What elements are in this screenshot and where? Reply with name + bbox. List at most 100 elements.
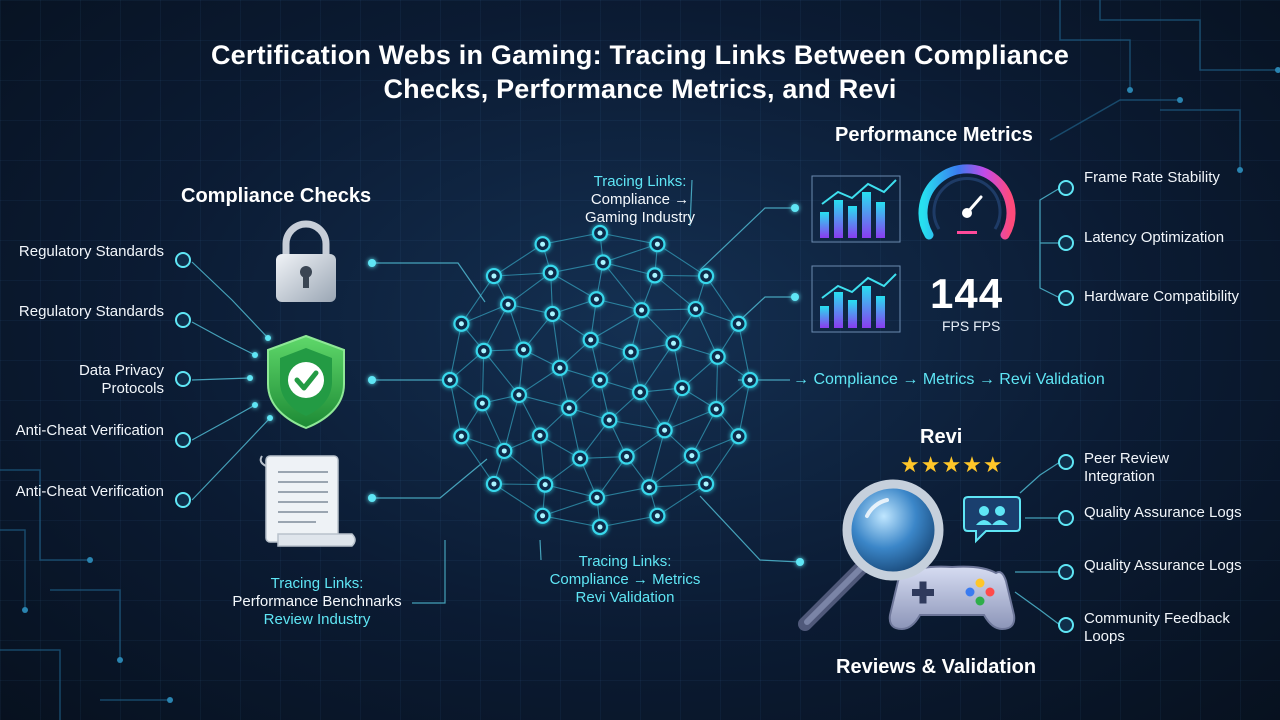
compliance-item-regulatory-1: Regulatory Standards: [18, 243, 164, 260]
network-edge: [568, 407, 581, 459]
tracing-bottom-line-1: Tracing Links:: [578, 553, 672, 570]
network-node-core: [715, 354, 721, 360]
network-edge: [599, 515, 658, 528]
network-edge: [503, 450, 546, 486]
network-node-core: [689, 453, 695, 459]
network-node-core: [646, 484, 652, 490]
network-node-core: [624, 454, 630, 460]
bar-chart-icon: [811, 265, 901, 333]
revi-heading: Revi: [920, 426, 963, 448]
network-edge: [602, 262, 643, 311]
compliance-item-dots: [175, 252, 191, 508]
network-edge: [483, 350, 520, 396]
network-edge: [654, 274, 707, 277]
tracing-left-line-2: Performance Benchnarks: [232, 593, 402, 610]
network-node-core: [713, 406, 719, 412]
network-edge: [550, 272, 597, 300]
network-node-core: [703, 273, 709, 279]
document-scroll-icon: [259, 455, 356, 547]
compliance-item-regulatory-2: Regulatory Standards: [18, 303, 164, 320]
network-node-core: [577, 455, 583, 461]
magnifier-icon: [798, 479, 944, 631]
network-edge: [493, 483, 546, 486]
revi-footer: Reviews & Validation: [836, 656, 1037, 678]
network-node-core: [654, 241, 660, 247]
tracing-left-line-3: Review Industry: [263, 611, 371, 628]
network-node-core: [491, 273, 497, 279]
network-node-core: [588, 337, 594, 343]
tracing-links-top: Tracing Links: Compliance → Gaming Indus…: [530, 173, 750, 227]
network-node-core: [491, 481, 497, 487]
network-edge: [550, 261, 604, 274]
performance-connectors: [539, 179, 1061, 626]
revi-item-qa-logs-2: Quality Assurance Logs: [1084, 557, 1242, 574]
network-edge: [460, 275, 495, 325]
bar-chart-icon: [811, 175, 901, 243]
performance-item-dots: [1058, 180, 1074, 306]
network-node-core: [557, 365, 563, 371]
network-node-core: [652, 272, 658, 278]
network-node-core: [639, 307, 645, 313]
tracing-top-line-3: Gaming Industry: [584, 209, 696, 226]
network-node-core: [597, 230, 603, 236]
network-edge: [695, 308, 719, 358]
network-edge: [609, 419, 665, 431]
performance-item-frame-rate: Frame Rate Stability: [1084, 169, 1220, 186]
network-edge: [518, 394, 570, 409]
network-edge: [715, 356, 719, 410]
network-node-core: [501, 448, 507, 454]
network-node-core: [447, 377, 453, 383]
network-node-core: [736, 433, 742, 439]
network-edge: [493, 243, 543, 277]
network-node-core: [679, 385, 685, 391]
compliance-item-anti-cheat-2: Anti-Cheat Verification: [15, 483, 164, 500]
network-edge: [518, 367, 561, 396]
network-node-core: [549, 311, 555, 317]
shield-check-icon: [267, 334, 345, 430]
network-node-core: [736, 321, 742, 327]
compliance-item-anti-cheat-1: Anti-Cheat Verification: [15, 422, 164, 439]
network-node-core: [654, 513, 660, 519]
network-node-core: [566, 405, 572, 411]
network-edge: [483, 304, 509, 352]
tracing-bottom-line-2: Compliance → Metrics: [549, 571, 701, 588]
network-edge: [705, 435, 740, 485]
compliance-item-data-privacy: Data Privacy Protocols: [78, 362, 164, 397]
network-node-core: [505, 301, 511, 307]
tracing-bottom-line-3: Revi Validation: [575, 589, 675, 606]
padlock-icon: [276, 220, 336, 302]
revi-item-qa-logs-1: Quality Assurance Logs: [1084, 504, 1242, 521]
network-edge: [648, 430, 666, 488]
network-edge: [449, 323, 462, 381]
compliance-heading: Compliance Checks: [181, 185, 372, 207]
network-edge: [545, 484, 598, 499]
revi-item-dots: [1058, 454, 1074, 633]
network-edge: [649, 483, 707, 488]
network-node-core: [540, 241, 546, 247]
network-node-core: [548, 270, 554, 276]
fps-value: 144: [930, 270, 1004, 317]
network-node-core: [593, 296, 599, 302]
network-node-core: [637, 389, 643, 395]
network-edge: [639, 342, 674, 393]
network-node-core: [703, 481, 709, 487]
network-edge: [542, 232, 601, 245]
page-title-line-2: Checks, Performance Metrics, and Revi: [383, 74, 897, 104]
network-node-core: [671, 340, 677, 346]
page-title-line-1: Certification Webs in Gaming: Tracing Li…: [210, 40, 1070, 70]
network-node-core: [662, 427, 668, 433]
network-node-core: [521, 347, 527, 353]
compliance-connector-dots: [247, 259, 376, 502]
network-node-core: [542, 482, 548, 488]
tracing-top-line-1: Tracing Links:: [593, 173, 687, 190]
network-edge: [481, 402, 505, 452]
network-edge: [590, 309, 642, 341]
network-edge: [705, 275, 740, 325]
revi-item-peer-review: Peer Review Integration: [1084, 450, 1170, 485]
network-node-core: [693, 306, 699, 312]
performance-heading: Performance Metrics: [835, 124, 1033, 146]
network-edge: [641, 308, 696, 311]
network-node-core: [606, 417, 612, 423]
